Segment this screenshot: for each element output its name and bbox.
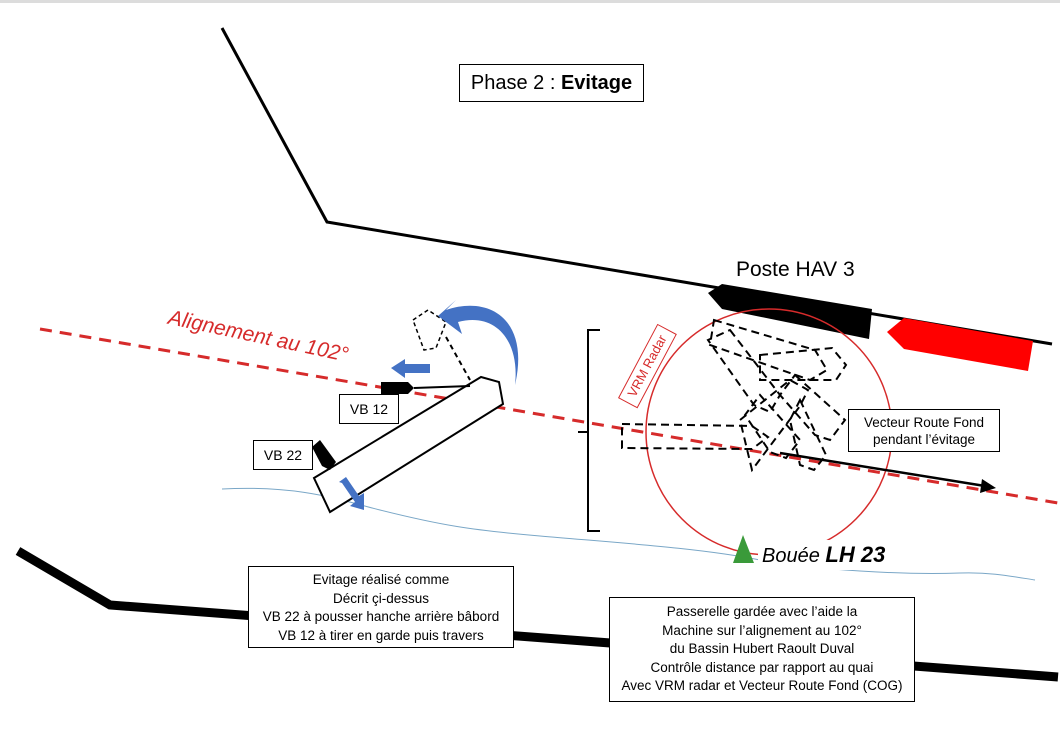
note-right-line: Avec VRM radar et Vecteur Route Fond (CO… — [621, 678, 903, 693]
tug-vb12-label: VB 12 — [339, 394, 399, 424]
tug-vb22-label: VB 22 — [253, 440, 313, 470]
rotation-arrow-icon — [438, 300, 519, 385]
note-left-line: Evitage réalisé comme — [312, 572, 450, 587]
page-title: Phase 2 : Evitage — [459, 64, 644, 102]
alignment-line — [39, 327, 1059, 505]
tug-vb12 — [381, 382, 414, 394]
page-title-prefix: Phase 2 : — [470, 72, 561, 94]
note-right-line: du Bassin Hubert Raoult Duval — [669, 641, 855, 656]
vecteur-note-line: Vecteur Route Fond — [863, 415, 985, 430]
berthed-ship-red — [887, 318, 1033, 371]
note-left-line: VB 12 à tirer en garde puis travers — [278, 627, 484, 643]
ship-ghost-top — [412, 309, 447, 351]
note-left-line: VB 22 à pousser hanche arrière bâbord — [262, 609, 500, 624]
tug-vb12-line — [413, 385, 471, 389]
vecteur-note-line: pendant l’évitage — [872, 432, 976, 447]
tug-vb22 — [312, 440, 336, 470]
buoy-label-name: LH 23 — [825, 542, 886, 567]
buoy-label-prefix: Bouée — [762, 545, 826, 567]
buoy-label: Bouée LH 23 — [758, 540, 890, 570]
cog-vector-head — [980, 479, 996, 493]
buoy-icon — [733, 535, 754, 563]
cog-vector — [779, 451, 986, 488]
note-right-line: Machine sur l’alignement au 102° — [662, 622, 862, 638]
evitage-positions — [621, 318, 848, 473]
note-right-line: Contrôle distance par rapport au quai — [650, 659, 874, 675]
note-right-line: Passerelle gardée avec l’aide la — [666, 604, 858, 619]
water-edge-line — [221, 487, 1036, 581]
pull-arrow-icon — [391, 359, 430, 378]
top-rule — [0, 0, 1060, 3]
ship-ghost-connector — [445, 336, 471, 381]
ship-hull — [312, 375, 505, 514]
vecteur-note: Vecteur Route Fond pendant l’évitage — [848, 409, 1000, 452]
push-arrow-icon — [339, 477, 364, 510]
note-left: Evitage réalisé comme Décrit çi-dessus V… — [248, 566, 514, 648]
poste-label: Poste HAV 3 — [736, 258, 855, 281]
bracket — [578, 329, 600, 532]
note-left-line: Décrit çi-dessus — [332, 590, 430, 606]
page-title-bold: Evitage — [560, 72, 633, 94]
note-right: Passerelle gardée avec l’aide la Machine… — [609, 597, 915, 702]
